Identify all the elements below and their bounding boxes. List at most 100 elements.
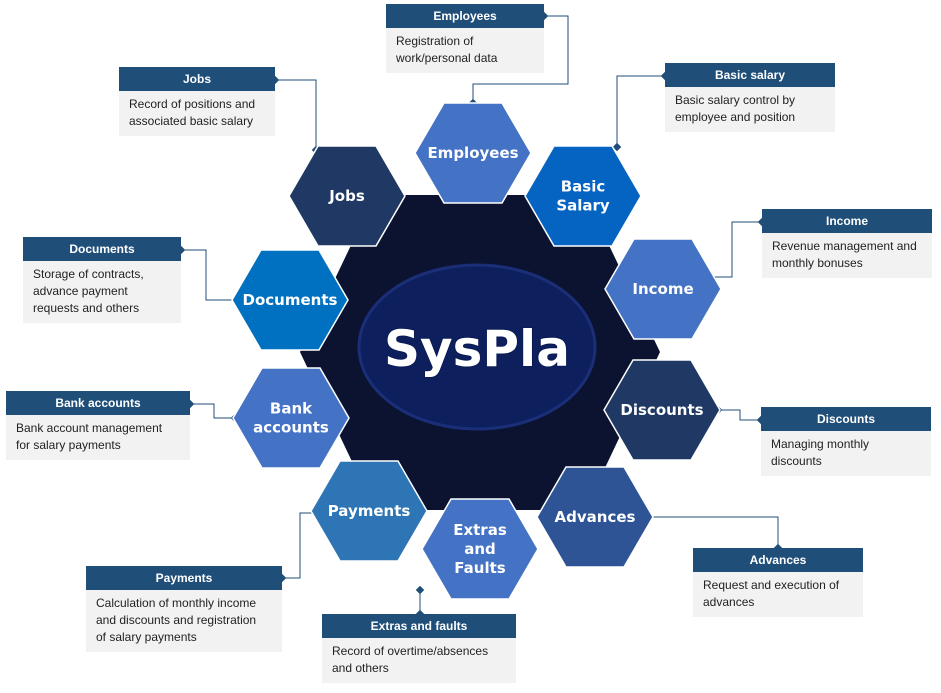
card-description-discounts: Managing monthly discounts: [761, 431, 931, 476]
hexagon-documents[interactable]: Documents: [231, 249, 349, 351]
card-description-line: Record of positions and: [129, 97, 256, 111]
card-description-employees: Registration of work/personal data: [386, 28, 544, 73]
center-ellipse: [357, 263, 597, 431]
card-description-line: Bank account management: [16, 421, 163, 435]
hexagon-shape-discounts: [603, 359, 721, 461]
hexagon-label-extras-faults: Extras: [453, 521, 507, 539]
hexagon-label-discounts: Discounts: [620, 401, 703, 419]
hexagon-shape-payments: [310, 460, 428, 562]
hexagon-discounts[interactable]: Discounts: [603, 359, 721, 461]
card-description-line: and others: [332, 661, 389, 675]
card-description-line: Request and execution of: [703, 578, 840, 592]
card-description-line: for salary payments: [16, 438, 121, 452]
card-description-advances: Request and execution of advances: [693, 572, 863, 617]
card-description-basic-salary: Basic salary control by employee and posi…: [665, 87, 835, 132]
card-description-line: and discounts and registration: [96, 613, 257, 627]
card-description-extras-faults: Record of overtime/absences and others: [322, 638, 516, 683]
card-description-line: work/personal data: [396, 51, 498, 65]
connector-jobs: [275, 79, 317, 150]
connector-advances: [650, 516, 779, 548]
card-description-payments: Calculation of monthly income and discoun…: [86, 590, 282, 652]
connector-employees: [472, 15, 569, 103]
hexagon-shape-documents: [231, 249, 349, 351]
card-description-line: of salary payments: [96, 630, 197, 644]
hexagon-shape-extras-faults: [421, 498, 539, 600]
connector-bank-accounts: [190, 403, 235, 419]
hexagon-label-bank-accounts: Bank: [270, 400, 313, 418]
hexagon-shape-jobs: [288, 145, 406, 247]
card-title-documents: Documents: [23, 237, 181, 261]
hexagon-income[interactable]: Income: [604, 238, 722, 340]
hexagon-advances[interactable]: Advances: [536, 466, 654, 568]
hexagon-payments[interactable]: Payments: [310, 460, 428, 562]
card-description-line: Record of overtime/absences: [332, 644, 489, 658]
card-title-extras-faults: Extras and faults: [322, 614, 516, 638]
connector-basic-salary: [616, 75, 665, 147]
card-description-line: Revenue management and: [772, 239, 917, 253]
hexagon-shape-income: [604, 238, 722, 340]
hexagon-label-extras-faults: Faults: [454, 559, 505, 577]
card-description-documents: Storage of contracts, advance payment requ…: [23, 261, 181, 323]
hexagon-shape-advances: [536, 466, 654, 568]
connector-documents: [181, 249, 236, 301]
card-description-jobs: Record of positions and associated basic …: [119, 91, 275, 136]
hexagon-label-advances: Advances: [555, 508, 636, 526]
card-description-line: employee and position: [675, 110, 796, 124]
card-title-income: Income: [762, 209, 932, 233]
card-title-basic-salary: Basic salary: [665, 63, 835, 87]
connector-dot-extras-faults-0: [415, 585, 425, 595]
card-title-bank-accounts: Bank accounts: [6, 391, 190, 415]
card-description-line: requests and others: [33, 301, 140, 315]
card-description-line: advance payment: [33, 284, 128, 298]
hexagon-label-employees: Employees: [427, 144, 518, 162]
card-description-line: discounts: [771, 454, 822, 468]
card-description-line: Registration of: [396, 34, 474, 48]
hexagon-employees[interactable]: Employees: [414, 102, 532, 204]
hexagon-label-payments: Payments: [328, 502, 411, 520]
card-description-bank-accounts: Bank account management for salary paymen…: [6, 415, 190, 460]
syspla-logo-text: SysPla: [384, 320, 570, 378]
hexagon-label-bank-accounts: accounts: [253, 419, 329, 437]
card-description-income: Revenue management and monthly bonuses: [762, 233, 932, 278]
card-title-advances: Advances: [693, 548, 863, 572]
hexagon-label-basic-salary: Basic: [561, 178, 606, 196]
card-description-line: Calculation of monthly income: [96, 596, 257, 610]
card-title-discounts: Discounts: [761, 407, 931, 431]
connector-payments: [282, 512, 320, 579]
hexagon-shape-employees: [414, 102, 532, 204]
card-description-line: Basic salary control by: [675, 93, 796, 107]
hexagon-jobs[interactable]: Jobs: [288, 145, 406, 247]
hexagon-shape-bank-accounts: [232, 367, 350, 469]
connector-discounts: [718, 409, 761, 421]
card-title-payments: Payments: [86, 566, 282, 590]
hexagon-label-documents: Documents: [243, 291, 338, 309]
module-hexagons: EmployeesBasicSalaryIncomeDiscountsAdvan…: [231, 102, 722, 600]
connector-income: [710, 221, 762, 278]
card-title-jobs: Jobs: [119, 67, 275, 91]
hexagon-label-extras-faults: and: [464, 540, 496, 558]
hexagon-label-jobs: Jobs: [328, 187, 365, 205]
hexagon-shape-basic-salary: [524, 145, 642, 247]
card-title-employees: Employees: [386, 4, 544, 28]
card-description-line: associated basic salary: [129, 114, 254, 128]
card-description-line: Managing monthly: [771, 437, 870, 451]
hexagon-label-income: Income: [632, 280, 693, 298]
hexagon-label-basic-salary: Salary: [556, 197, 610, 215]
card-description-line: monthly bonuses: [772, 256, 863, 270]
card-description-line: Storage of contracts,: [33, 267, 144, 281]
card-description-line: advances: [703, 595, 755, 609]
